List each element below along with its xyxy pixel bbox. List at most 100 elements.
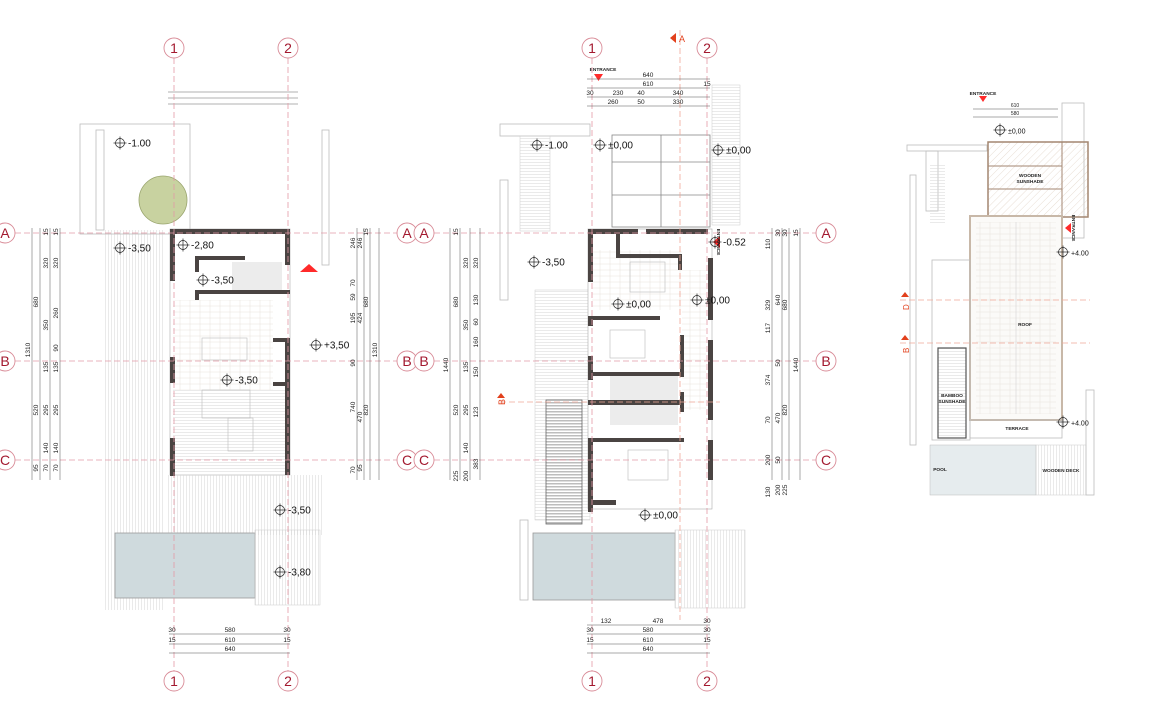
dim-610: 610	[1011, 103, 1020, 109]
grid-label-rowA: A	[0, 225, 10, 241]
dimension-value: 30	[168, 627, 176, 634]
level-markers: -1.00-3,50-2,80-3,50+3,50-3,50-3,50-3,80…	[113, 123, 1089, 579]
dimension-value: 30	[586, 90, 594, 97]
section-d-marker-icon	[901, 292, 909, 297]
wooden-sunshade-label-1: WOODEN	[1019, 173, 1042, 179]
dimension-value: 246	[357, 237, 364, 248]
dimension-value: 130	[765, 486, 772, 497]
entrance-marker-icon	[979, 96, 987, 102]
dimension-value: 140	[43, 442, 50, 453]
grid-label-rowC: C	[402, 452, 412, 468]
section-b-marker-icon	[497, 393, 505, 398]
dim-580: 580	[1011, 111, 1020, 117]
dimension-value: 580	[643, 627, 654, 634]
bed	[627, 449, 669, 481]
dimension-value: 260	[53, 307, 60, 318]
dimension-value: 340	[673, 90, 684, 97]
dimension-value: 50	[775, 456, 782, 464]
level-marker: -1.00	[530, 138, 568, 152]
dimension-value: 15	[53, 228, 60, 236]
dimension-value: 135	[43, 361, 50, 372]
dimension-value: 374	[765, 374, 772, 385]
dimension-value: 295	[53, 404, 60, 415]
level-marker: -3,50	[196, 273, 234, 287]
grid-bubble	[163, 670, 185, 692]
entrance-side-label: ENTRANCE	[1070, 215, 1076, 242]
grid-bubble	[815, 222, 837, 244]
dimension-value: 140	[463, 442, 470, 453]
grid-label-col1: 1	[170, 40, 178, 56]
dimension-value: 330	[673, 99, 684, 106]
grid-bubble	[815, 350, 837, 372]
plan-lower-level	[79, 91, 330, 610]
level-marker: -1.00	[113, 136, 151, 150]
grid-bubble	[277, 670, 299, 692]
level-value: +4.00	[1071, 421, 1089, 428]
dimension-value: 680	[363, 296, 370, 307]
dimension-value: 15	[168, 637, 176, 644]
dimension-value: 30	[703, 618, 711, 625]
dimension-value: 740	[350, 401, 357, 412]
dimension-value: 200	[463, 470, 470, 481]
dimension-value: 610	[225, 637, 236, 644]
dimension-value: 50	[637, 99, 645, 106]
level-marker: -2,80	[176, 238, 214, 252]
level-value: ±0,00	[705, 296, 730, 307]
dimension-value: 15	[703, 81, 711, 88]
level-value: +4.00	[1071, 251, 1089, 258]
entrance-side-label: ENTRANCE	[715, 229, 721, 256]
level-marker: +4.00	[1056, 245, 1089, 259]
level-value: -1.00	[128, 139, 151, 150]
grid-bubble	[0, 449, 16, 471]
dimension-value: 15	[43, 228, 50, 236]
grid-label-rowB: B	[402, 353, 411, 369]
section-a-marker-icon	[670, 33, 676, 43]
dimension-value: 295	[43, 404, 50, 415]
grid-bubble	[696, 37, 718, 59]
tree	[138, 175, 188, 225]
dimension-value: 30	[283, 627, 291, 634]
level-marker: ±0,00	[690, 293, 730, 307]
entrance-marker-icon	[300, 264, 318, 272]
dimension-value: 30	[775, 229, 782, 237]
dimension-value: 225	[453, 470, 460, 481]
dimension-value: 50	[775, 359, 782, 367]
dimension-value: 15	[453, 228, 460, 236]
dimension-value: 520	[33, 404, 40, 415]
level-marker: ±0,00	[638, 508, 678, 522]
grid-label-rowC: C	[821, 452, 831, 468]
dimension-value: 230	[613, 90, 624, 97]
level-value: ±0,00	[608, 141, 633, 152]
dimension-value: 680	[453, 296, 460, 307]
level-marker: ±0,00	[993, 123, 1026, 137]
section-b-label: B	[902, 348, 911, 353]
level-value: ±0,00	[626, 300, 651, 311]
dimension-value: 70	[350, 279, 357, 287]
level-marker: ±0,00	[611, 297, 651, 311]
level-value: ±0,00	[726, 146, 751, 157]
dimension-value: 70	[765, 416, 772, 424]
plan-roof-level: D B ENTRANCE ENTRANCE 610 580 WOODEN SUN…	[900, 91, 1095, 496]
dimension-value: 95	[33, 464, 40, 472]
grid-label-rowB: B	[821, 353, 830, 369]
terrace-label: TERRACE	[1005, 426, 1029, 432]
pool	[532, 532, 676, 601]
dimension-value: 95	[357, 464, 364, 472]
plan-ground-level: A B ENTRANCE ENTRANCE	[497, 30, 746, 620]
level-value: -3,50	[288, 506, 311, 517]
dimension-value: 140	[53, 442, 60, 453]
dimension-value: 320	[473, 257, 480, 268]
roof-label: ROOF	[1018, 322, 1032, 328]
coffee-table	[227, 417, 254, 452]
dimensions: 1310680520951532035013529514070153202609…	[25, 72, 801, 654]
dimension-value: 1310	[372, 342, 379, 357]
level-marker: -0.52	[708, 235, 746, 249]
pool-label: POOL	[933, 467, 947, 473]
wooden-sunshade-label-2: SUNSHADE	[1017, 179, 1045, 185]
dimension-value: 195	[350, 312, 357, 323]
grid-label-rowC: C	[419, 452, 429, 468]
dimension-value: 320	[53, 257, 60, 268]
dimension-value: 110	[765, 238, 772, 249]
level-marker: ±0,00	[711, 143, 751, 157]
